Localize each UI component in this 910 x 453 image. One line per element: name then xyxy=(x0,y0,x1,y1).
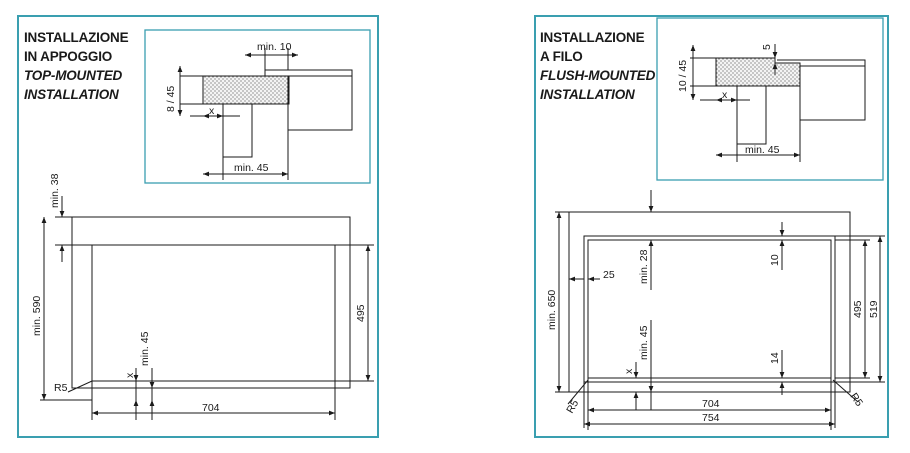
cutout-outer xyxy=(71,216,351,389)
top-mounted-plan xyxy=(40,196,374,420)
min45-plan-label: min. 45 xyxy=(139,331,151,366)
hob-outline xyxy=(587,239,832,379)
countertop-section xyxy=(202,75,290,105)
title-line-2: IN APPOGGIO xyxy=(24,49,113,64)
min650-label: min. 650 xyxy=(546,290,558,330)
r5-label: R5 xyxy=(54,382,68,394)
h495-label: 495 xyxy=(355,304,367,322)
d14-label: 14 xyxy=(769,352,781,364)
subtitle-line-2: INSTALLATION xyxy=(24,87,119,102)
w704-label: 704 xyxy=(202,402,220,414)
min45-label: min. 45 xyxy=(745,144,780,156)
min38-label: min. 38 xyxy=(49,173,61,208)
d5-label: 5 xyxy=(761,44,773,50)
x-plan-label: x xyxy=(623,368,635,374)
d25-label: 25 xyxy=(603,269,615,281)
r5-left-label: R5 xyxy=(564,398,581,416)
detail-frame xyxy=(656,17,884,181)
top-mounted-panel xyxy=(17,15,379,438)
subtitle-line-1: TOP-MOUNTED xyxy=(24,68,123,83)
d10-label: 10 xyxy=(769,254,781,266)
r5-right-label: R5 xyxy=(848,391,866,409)
x-label: x xyxy=(209,105,215,117)
x-label: x xyxy=(722,89,728,101)
flush-mounted-detail xyxy=(656,17,884,181)
thickness-label: 8 / 45 xyxy=(165,86,177,112)
thickness-label: 10 / 45 xyxy=(677,60,689,92)
x-plan-label: x xyxy=(124,372,136,378)
h495-label: 495 xyxy=(852,300,864,318)
detail-frame xyxy=(144,29,371,184)
min45-label: min. 45 xyxy=(234,162,269,174)
cutout-outer xyxy=(568,211,851,393)
flush-mounted-panel xyxy=(534,15,889,438)
hob-body xyxy=(264,69,353,131)
hob-outline xyxy=(91,244,336,382)
cabinet-wall xyxy=(736,85,767,145)
hob-body xyxy=(777,59,866,121)
rebate-outline xyxy=(583,235,836,383)
flush-mounted-title: INSTALLAZIONE A FILO FLUSH-MOUNTED INSTA… xyxy=(540,28,655,104)
cabinet-wall xyxy=(222,103,253,158)
top-mounted-detail xyxy=(144,29,371,184)
flush-mounted-plan xyxy=(555,190,885,430)
min10-label: min. 10 xyxy=(257,41,292,53)
title-line-2: A FILO xyxy=(540,49,583,64)
min45-plan-label: min. 45 xyxy=(638,325,650,360)
top-mounted-title: INSTALLAZIONE IN APPOGGIO TOP-MOUNTED IN… xyxy=(24,28,129,104)
title-line-1: INSTALLAZIONE xyxy=(540,30,645,45)
subtitle-line-1: FLUSH-MOUNTED xyxy=(540,68,656,83)
w754-label: 754 xyxy=(702,412,720,424)
countertop-section xyxy=(715,57,801,87)
min28-label: min. 28 xyxy=(638,249,650,284)
h519-label: 519 xyxy=(868,300,880,318)
w704-label: 704 xyxy=(702,398,720,410)
title-line-1: INSTALLAZIONE xyxy=(24,30,129,45)
min590-label: min. 590 xyxy=(31,296,43,336)
subtitle-line-2: INSTALLATION xyxy=(540,87,635,102)
